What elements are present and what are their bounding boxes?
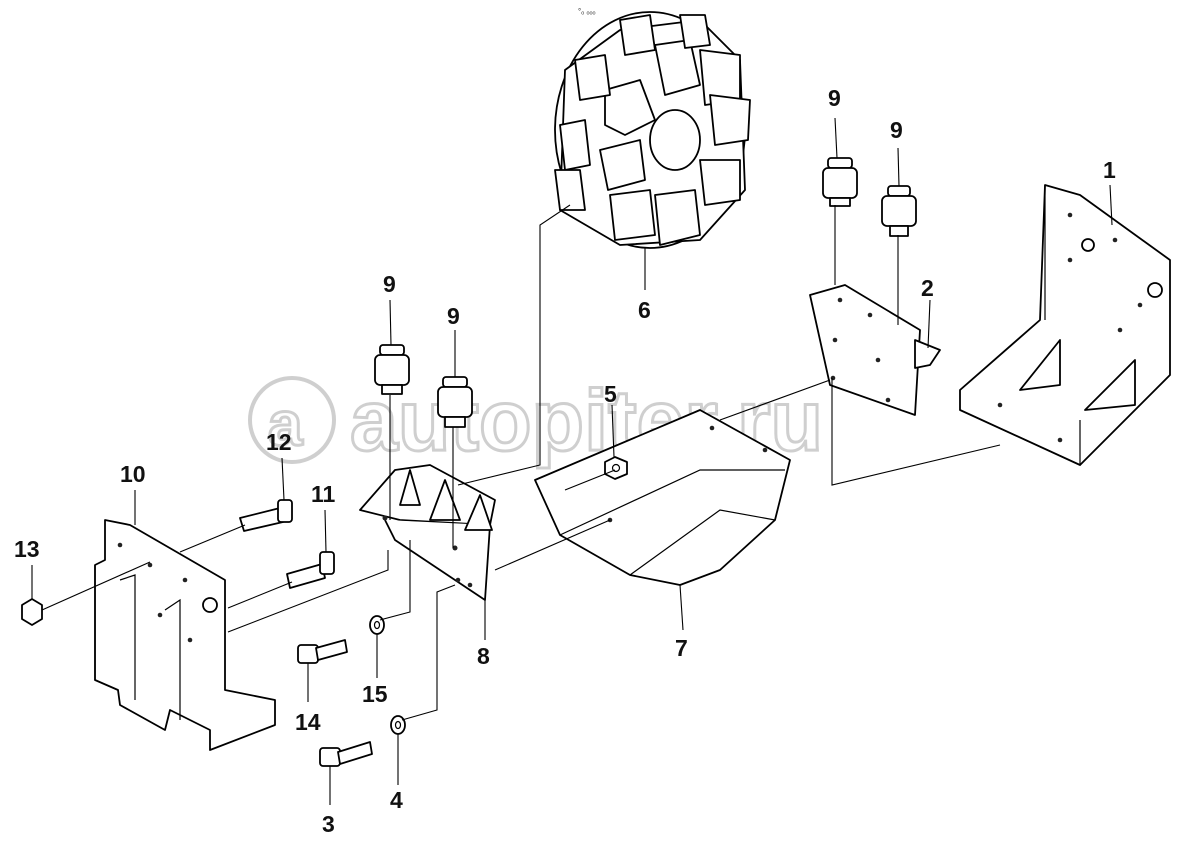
svg-text:a: a — [268, 390, 303, 459]
callout-6: 6 — [638, 297, 651, 323]
nut-5 — [604, 456, 628, 480]
callout-1: 1 — [1103, 157, 1116, 183]
callout-15: 15 — [362, 681, 388, 707]
assembly-leader-lines — [41, 204, 1001, 721]
rubber-mount-left-2 — [437, 376, 473, 428]
callout-8: 8 — [477, 643, 490, 669]
callout-labels: 1 2 3 4 5 6 7 8 9 9 9 9 10 11 12 13 14 1… — [14, 85, 1116, 837]
callout-2: 2 — [921, 275, 934, 301]
callout-pointers — [31, 117, 1113, 805]
bolt-11 — [286, 551, 335, 589]
callout-9-left-2: 9 — [447, 303, 460, 329]
left-inner-bracket — [359, 464, 496, 601]
roller-drum — [554, 11, 751, 249]
callout-9-right-1: 9 — [828, 85, 841, 111]
callout-9-left-1: 9 — [383, 271, 396, 297]
rubber-mount-left-1 — [374, 344, 410, 395]
nut-13 — [21, 598, 43, 626]
callout-5: 5 — [604, 381, 617, 407]
bolt-12 — [239, 499, 293, 532]
left-outer-bracket — [94, 519, 276, 751]
callout-9-right-2: 9 — [890, 117, 903, 143]
rubber-mount-right-1 — [822, 157, 858, 207]
callout-13: 13 — [14, 536, 40, 562]
right-frame-bracket — [959, 184, 1171, 466]
washer-15 — [369, 615, 385, 635]
roller-pads — [554, 14, 751, 246]
callout-11: 11 — [311, 481, 336, 507]
rubber-mount-right-2 — [881, 185, 917, 237]
curved-guard-cover — [534, 409, 791, 586]
washer-4 — [390, 715, 406, 735]
callout-12: 12 — [266, 429, 292, 455]
callout-7: 7 — [675, 635, 688, 661]
top-mark: °ₒ ₒₒₒ — [578, 7, 596, 16]
callout-3: 3 — [322, 811, 335, 837]
bolt-14 — [297, 639, 348, 664]
callout-14: 14 — [295, 709, 321, 735]
callout-4: 4 — [390, 787, 403, 813]
bolt-3 — [319, 741, 373, 767]
right-support-plate — [809, 284, 941, 416]
callout-10: 10 — [120, 461, 146, 487]
